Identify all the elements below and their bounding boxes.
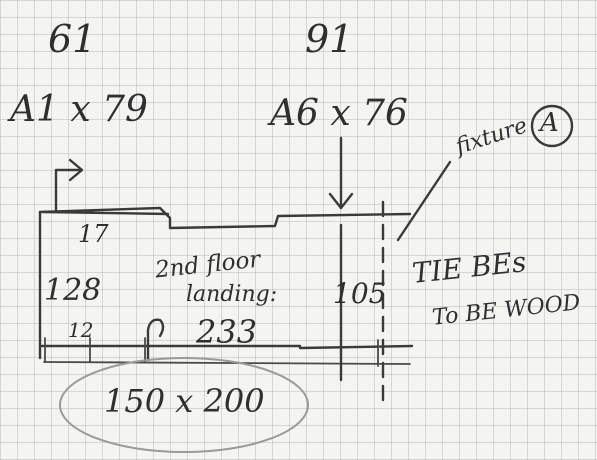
landing-outline — [38, 206, 412, 230]
size-ellipse — [59, 357, 309, 453]
tick-marks — [44, 337, 379, 367]
fixture-leader — [396, 160, 452, 242]
fixture-circle — [530, 104, 574, 148]
height-right-label: 105 — [333, 277, 387, 310]
width-right-label: 91 — [305, 17, 354, 61]
step-label: 17 — [78, 220, 109, 248]
height-left-label: 128 — [44, 273, 102, 308]
length-label: 233 — [196, 313, 258, 351]
small-mark-label: 12 — [68, 318, 94, 342]
width-left-label: 61 — [48, 17, 97, 61]
opening-left-label: A1 x 79 — [10, 89, 148, 130]
bottom-rail — [43, 361, 411, 365]
bottom-wall — [40, 344, 414, 350]
stair-arrow — [146, 318, 165, 362]
left-opening-arrow — [54, 168, 82, 212]
fixture-mark: A — [540, 108, 559, 138]
landing-label: landing: — [186, 282, 278, 307]
opening-right-label: A6 x 76 — [270, 93, 408, 134]
left-opening-arrowhead — [68, 158, 84, 182]
diagonal-stroke — [42, 210, 170, 216]
right-opening-arrowhead — [328, 192, 354, 210]
size-label: 150 x 200 — [104, 382, 265, 420]
